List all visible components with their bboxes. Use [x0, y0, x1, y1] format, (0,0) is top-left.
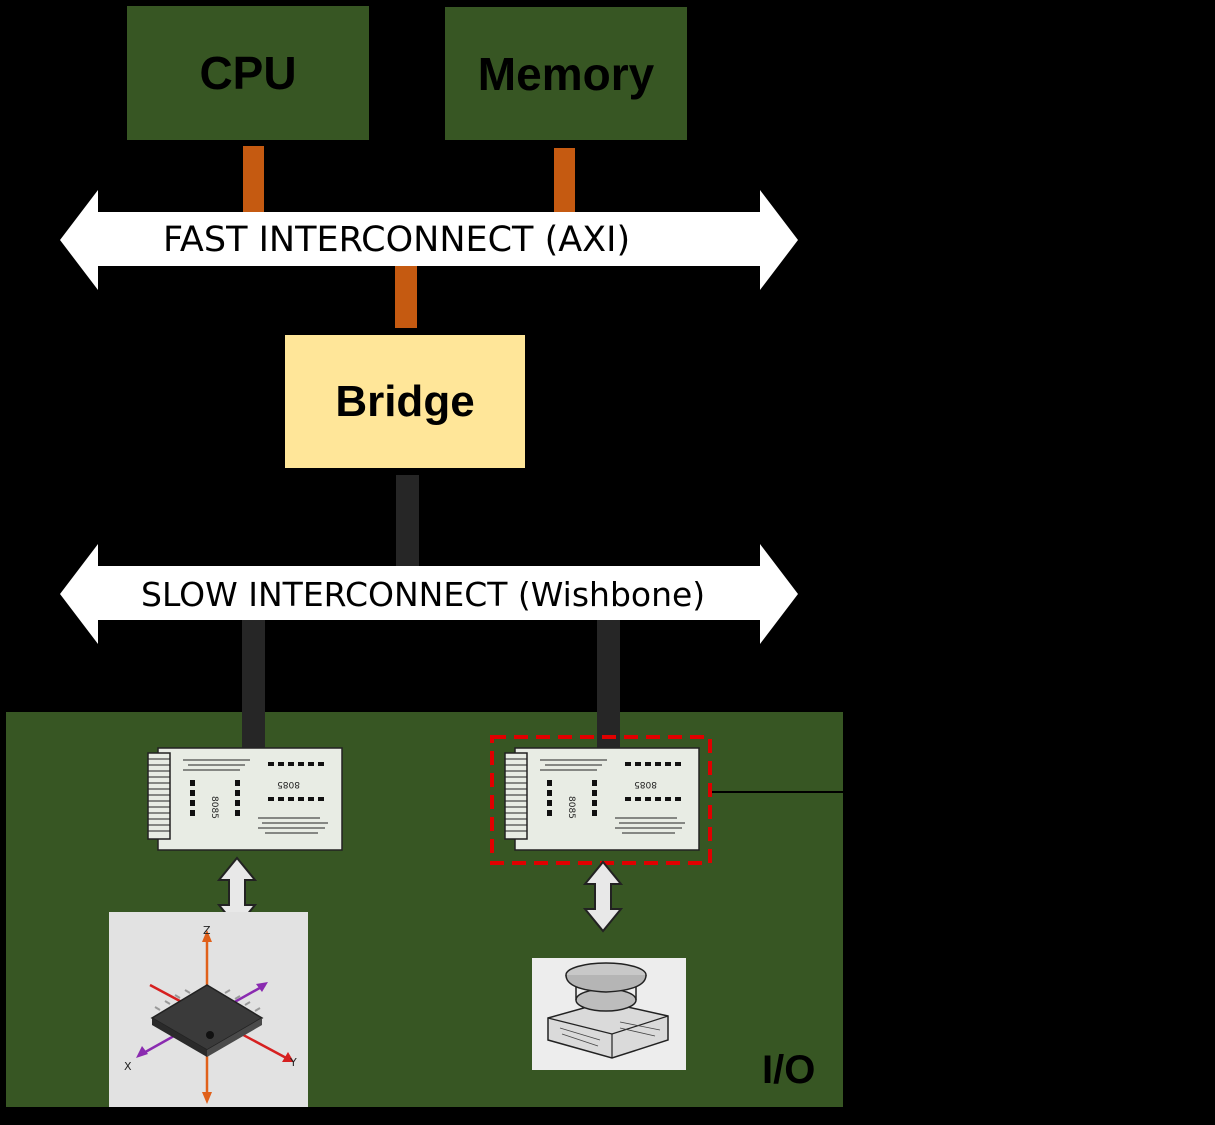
bridge-label: Bridge: [335, 376, 475, 426]
double-arrow-2: [582, 860, 624, 933]
axis-z-label: Z: [203, 924, 211, 937]
peripheral1-connector: [242, 620, 265, 748]
slow-interconnect-arrow: [60, 544, 798, 644]
chip-label-2a: 8085: [634, 779, 657, 789]
peripheral2-connector: [597, 620, 620, 748]
axis-x-label: X: [124, 1060, 132, 1073]
bridge-fast-connector: [395, 266, 417, 328]
memory-block: Memory: [445, 7, 687, 140]
axis-y-label: Y: [289, 1056, 297, 1069]
fast-interconnect-arrow: [60, 190, 798, 290]
memory-label: Memory: [477, 47, 655, 100]
cpu-block: CPU: [127, 6, 369, 140]
slow-interconnect-label: SLOW INTERCONNECT (Wishbone): [141, 575, 706, 614]
chip-label-1a: 8085: [277, 779, 300, 789]
fast-interconnect-label: FAST INTERCONNECT (AXI): [163, 220, 631, 260]
cpu-connector: [243, 146, 264, 212]
bridge-block: Bridge: [285, 335, 525, 468]
chip-label-1b: 8085: [209, 796, 219, 819]
io-label: I/O: [762, 1048, 816, 1092]
bridge-slow-connector: [396, 475, 419, 566]
memory-connector: [554, 148, 575, 212]
cpu-label: CPU: [199, 47, 297, 99]
chip-label-2b: 8085: [566, 796, 576, 819]
callout-line: [710, 791, 850, 793]
